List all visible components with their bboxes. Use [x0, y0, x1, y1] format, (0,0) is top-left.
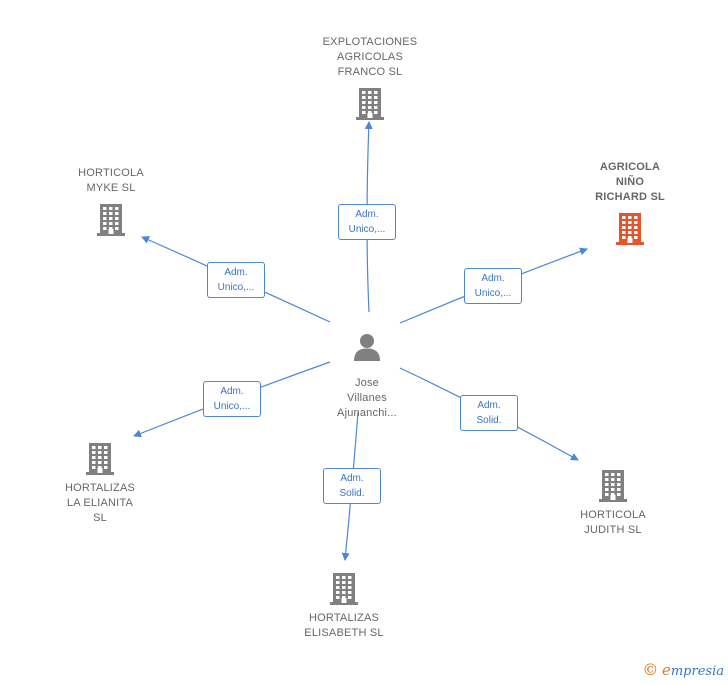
company-name-elisabeth[interactable]: HORTALIZAS ELISABETH SL: [304, 612, 384, 639]
company-name-explotaciones[interactable]: EXPLOTACIONES AGRICOLAS FRANCO SL: [322, 36, 418, 78]
building-icon[interactable]: [95, 202, 127, 241]
building-icon[interactable]: [597, 468, 629, 507]
edge-label-elianita[interactable]: Adm. Unico,...: [203, 381, 261, 417]
building-icon[interactable]: [328, 571, 360, 610]
brand-logo[interactable]: empresia: [661, 661, 724, 679]
edge-label-myke[interactable]: Adm. Unico,...: [207, 262, 265, 298]
edge-label-agricola[interactable]: Adm. Unico,...: [464, 268, 522, 304]
company-name-elianita[interactable]: HORTALIZAS LA ELIANITA SL: [64, 482, 136, 524]
brand-initial: e: [661, 661, 671, 679]
edge-label-elisabeth[interactable]: Adm. Solid.: [323, 468, 381, 504]
footer-brand: © empresia: [642, 660, 724, 679]
building-icon[interactable]: [354, 86, 386, 125]
building-icon[interactable]: [614, 211, 646, 250]
person-icon[interactable]: [352, 332, 382, 367]
edge-label-explotaciones[interactable]: Adm. Unico,...: [338, 204, 396, 240]
copyright-icon: ©: [642, 660, 659, 679]
company-name-agricola[interactable]: AGRICOLA NIÑO RICHARD SL: [595, 161, 665, 203]
person-name[interactable]: Jose Villanes Ajunanchi...: [337, 377, 397, 419]
edge-label-judith[interactable]: Adm. Solid.: [460, 395, 518, 431]
company-name-judith[interactable]: HORTICOLA JUDITH SL: [580, 509, 646, 536]
building-icon[interactable]: [84, 441, 116, 480]
company-name-myke[interactable]: HORTICOLA MYKE SL: [78, 167, 144, 194]
brand-name: mpresia: [670, 664, 724, 679]
